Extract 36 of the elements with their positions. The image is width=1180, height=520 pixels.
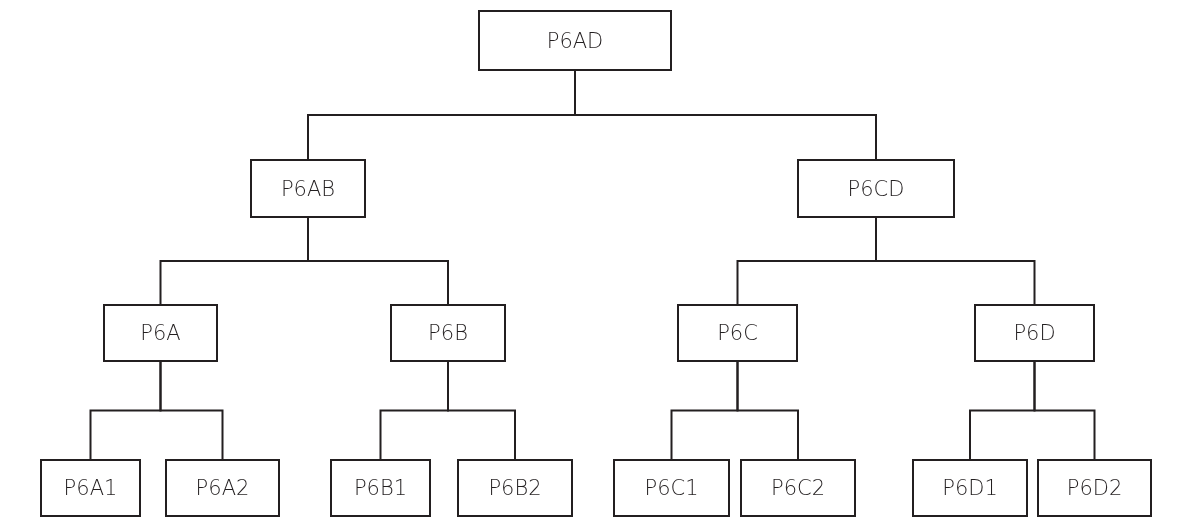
node-label: P6B2 <box>488 476 542 500</box>
tree-node-box <box>40 459 141 517</box>
connector-line <box>307 217 449 305</box>
tree-node-box <box>390 304 506 362</box>
node-label: P6C <box>717 321 758 345</box>
node-label: P6B <box>428 321 468 345</box>
node-label: P6D1 <box>942 476 998 500</box>
tree-node-box <box>797 159 955 218</box>
node-label: P6D2 <box>1066 476 1123 500</box>
tree-node-box <box>740 459 856 517</box>
tree-node-box <box>250 159 366 218</box>
node-label: P6C1 <box>644 476 699 500</box>
connector-line <box>736 361 799 460</box>
tree-node-box <box>974 304 1095 362</box>
node-label: P6A1 <box>63 476 118 500</box>
tree-node-box <box>613 459 730 517</box>
node-label: P6CD <box>847 176 905 201</box>
tree-node-box <box>1037 459 1152 517</box>
node-label: P6D <box>1013 321 1056 345</box>
tree-node-box <box>103 304 218 362</box>
tree-node-box <box>478 10 672 71</box>
tree-node-box <box>677 304 798 362</box>
node-label: P6AB <box>280 176 336 201</box>
connector-line <box>875 217 1036 305</box>
node-label: P6B1 <box>353 476 408 500</box>
connector-line <box>159 361 224 460</box>
tree-node-box <box>165 459 280 517</box>
tree-node-box <box>330 459 431 517</box>
node-label: P6A2 <box>195 476 250 500</box>
node-label: P6AD <box>546 28 604 53</box>
node-label: P6C2 <box>770 476 826 500</box>
node-label: P6A <box>140 321 181 345</box>
tree-node-box <box>912 459 1028 517</box>
connector-line <box>1033 361 1096 460</box>
connector-line <box>447 361 516 460</box>
tree-node-box <box>457 459 573 517</box>
